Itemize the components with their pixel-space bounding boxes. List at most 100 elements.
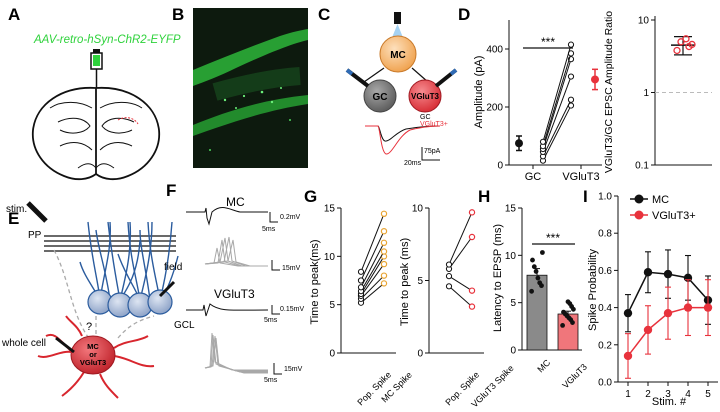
panel-label-c: C	[318, 5, 330, 24]
g1-pop-point-5	[357, 284, 365, 291]
d1-x-tick-vglut3: VGluT3	[562, 171, 599, 183]
hippocampus-micrograph	[193, 8, 308, 168]
d2-ytick-label-2: 0.1	[635, 161, 649, 172]
f-vglut3-title: VGluT3	[214, 287, 255, 301]
d1-pair-line-2	[542, 76, 572, 153]
g1-spike-point-5	[380, 239, 388, 246]
d1-pair-line-3	[542, 59, 572, 150]
g2-pair-line-3	[448, 212, 473, 265]
f-mc-membrane-traces	[204, 236, 268, 267]
i-point-1-2	[663, 308, 673, 318]
whole-cell-label: whole cell	[1, 338, 46, 349]
d1-pair-line-1	[542, 99, 572, 157]
recorded-cell-line3: VGluT3	[80, 358, 106, 367]
i-ytick-label-0: 0.0	[598, 378, 612, 389]
g1-pair-line-3	[360, 256, 385, 295]
g2-pop-point-1	[445, 273, 453, 280]
d2-point-0	[673, 46, 681, 55]
patch-pipette-icon	[55, 336, 75, 354]
d1-y-axis-label: Amplitude (pA)	[473, 56, 485, 129]
h-point-1-10	[565, 299, 571, 305]
i-point-1-4	[703, 303, 713, 312]
d1-mean-marker-0	[515, 139, 523, 148]
g2-spike-point-1	[468, 287, 476, 294]
mc-to-gc-connection	[363, 67, 385, 83]
trace-legend-gc: GC	[420, 114, 431, 121]
scale-time-label: 20ms	[404, 160, 422, 167]
panel-b: B	[172, 5, 308, 168]
stim-electrode-icon	[26, 201, 48, 223]
i-ytick-label-4: 0.8	[598, 229, 612, 240]
panel-e: E stim. PP field GCL	[1, 201, 195, 399]
trace-legend-vglut3: VGluT3+	[420, 121, 448, 128]
h-point-0-3	[535, 275, 541, 281]
d1-ytick-label-1: 200	[486, 103, 503, 114]
d1-pair-line-4	[542, 53, 572, 147]
f-scale-bar-4	[273, 363, 282, 375]
f-mc-title: MC	[226, 195, 245, 209]
g2-ytick-label-0: 0	[417, 349, 423, 360]
f-scale-3-v: 0.15mV	[280, 306, 304, 313]
d1-vglut3-point-1	[567, 96, 575, 103]
g1-spike-point-4	[380, 248, 388, 255]
f-scale-4-t: 5ms	[264, 377, 278, 384]
i-point-0-1	[643, 268, 653, 277]
d2-point-3	[682, 35, 690, 43]
g1-pair-line-5	[360, 242, 385, 288]
h-y-axis-label: Latency to EPSP (ms)	[492, 224, 504, 332]
gc-neuron	[363, 79, 397, 113]
i-legend-mc: MC	[652, 194, 669, 206]
g1-spike-point-6	[380, 227, 388, 235]
h-point-0-2	[537, 280, 543, 286]
h-ytick-label-1: 5	[510, 298, 516, 309]
g1-spike-point-7	[380, 210, 388, 217]
i-point-0-2	[663, 269, 673, 279]
brain-coronal-section	[32, 87, 160, 181]
h-ytick-label-2: 10	[505, 251, 517, 262]
i-legend-vglut3: VGluT3+	[652, 210, 696, 222]
panel-label-a: A	[8, 5, 20, 24]
g1-y-axis-label: Time to peak(ms)	[309, 239, 321, 324]
chart-g-mc: Time to peak(ms) Pop. Spike MC Spike 051…	[309, 204, 414, 408]
f-vglut3-field-trace	[186, 303, 269, 317]
d1-vglut3-point-5	[567, 41, 575, 48]
recorded-cell-line2: or	[89, 350, 97, 359]
f-scale-1-v: 0.2mV	[280, 214, 301, 221]
panel-label-h: H	[478, 187, 490, 206]
panel-c: C MC GC VGluT3 GC VGluT3+ 75pA 20ms	[318, 5, 458, 167]
recorded-cell-line1: MC	[87, 342, 99, 351]
g2-spike-point-0	[468, 303, 476, 310]
i-ytick-label-5: 1.0	[598, 192, 612, 203]
panel-label-e: E	[8, 209, 19, 228]
i-point-1-1	[643, 325, 653, 335]
i-xtick-label-2: 3	[665, 389, 671, 400]
i-xtick-label-4: 5	[705, 389, 711, 400]
i-x-axis-label: Stim. #	[652, 396, 687, 408]
panel-h: H Latency to EPSP (ms) MC VGluT3 *** 051…	[478, 187, 589, 390]
f-scale-bar-1	[269, 212, 278, 223]
granule-cell-somata	[87, 289, 173, 318]
i-xtick-label-3: 4	[685, 389, 691, 400]
f-scale-2-v: 15mV	[282, 265, 301, 272]
d1-ytick-label-2: 400	[486, 45, 503, 56]
panel-label-g: G	[304, 187, 317, 206]
syringe-icon	[90, 49, 103, 89]
f-scale-bar-3	[271, 305, 280, 315]
pp-label: PP	[28, 230, 42, 241]
recorded-cell	[70, 335, 116, 375]
h-x-tick-mc: MC	[535, 357, 552, 374]
vglut3-label: VGluT3	[411, 92, 440, 101]
g2-x-tick-1: VGluT3 Spike	[469, 363, 515, 409]
panel-f: F MC 0.2mV 5ms 15mV VGluT3 0.15mV 5ms 15…	[166, 181, 304, 384]
g1-pair-line-6	[360, 230, 385, 281]
h-point-1-0	[560, 322, 565, 328]
stim-label: stim.	[6, 204, 27, 215]
g2-pair-line-1	[448, 275, 473, 292]
g1-ytick-label-3: 15	[324, 204, 336, 215]
d2-ytick-label-1: 1	[643, 88, 649, 99]
g1-spike-point-0	[380, 280, 388, 287]
f-scale-bar-2	[271, 260, 280, 271]
h-x-tick-vglut3: VGluT3	[560, 362, 589, 391]
f-scale-3-t: 5ms	[264, 317, 278, 324]
